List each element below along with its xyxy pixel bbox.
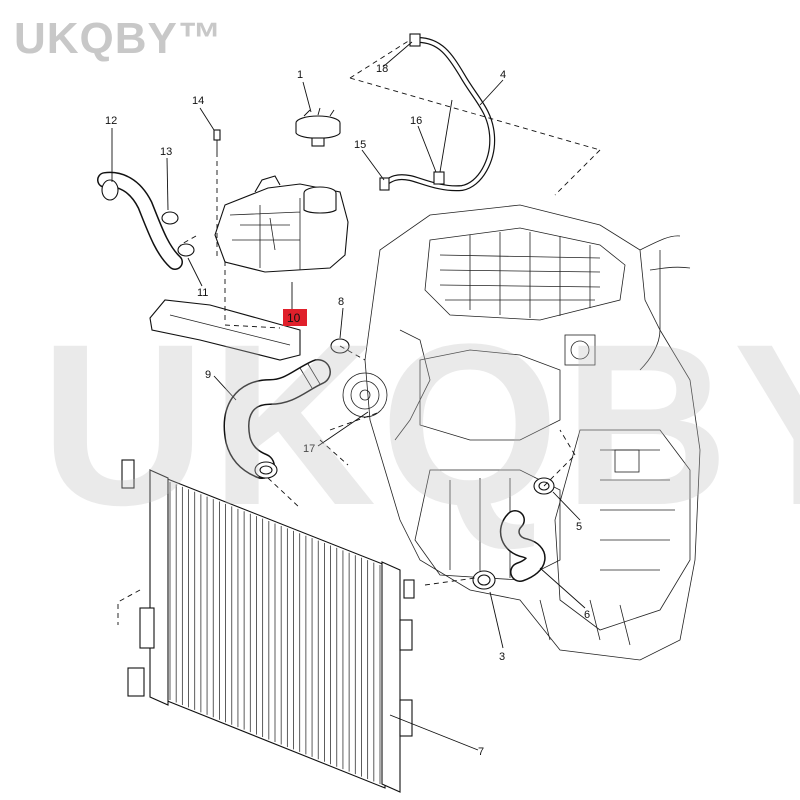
upper-radiator-hose-9: [223, 359, 331, 479]
coolant-reservoir-10: [214, 175, 349, 273]
radiator-7: [121, 459, 415, 793]
clamp-11: [177, 243, 195, 257]
dashed-guides: [117, 39, 601, 625]
callout-10: 10: [287, 311, 301, 325]
clamp-3: [472, 570, 496, 590]
lower-hose-6: [499, 510, 546, 582]
callout-4: 4: [500, 69, 506, 81]
callout-5: 5: [576, 521, 582, 533]
clip-15: [379, 177, 390, 191]
callout-14: 14: [192, 95, 204, 107]
engine-assembly: [342, 204, 701, 661]
leader-lines: [111, 41, 586, 751]
hose-12: [97, 171, 183, 270]
callout-12: 12: [105, 115, 117, 127]
callout-15: 15: [354, 139, 366, 151]
callout-3: 3: [499, 651, 505, 663]
callout-6: 6: [584, 609, 590, 621]
clamp-13: [161, 211, 179, 225]
watermark-center: UKQBY™: [40, 296, 800, 553]
callout-1: 1: [297, 69, 303, 81]
callout-13: 13: [160, 146, 172, 158]
clamp-9-lower: [254, 461, 278, 479]
watermark-top-left: UKQBY™: [14, 14, 223, 63]
callout-18: 18: [376, 63, 388, 75]
callout-7: 7: [478, 746, 484, 758]
callout-17: 17: [303, 443, 315, 455]
reservoir-cap-1: [295, 107, 341, 147]
callout-8: 8: [338, 296, 344, 308]
highlight-box-10: [283, 309, 307, 326]
callout-16: 16: [410, 115, 422, 127]
callout-11: 11: [197, 287, 208, 299]
clip-16: [433, 99, 453, 185]
vent-hose-4: [380, 33, 496, 192]
bolt-14: [213, 129, 221, 152]
radiator-support-bracket: [149, 299, 301, 361]
callout-labels: 1 3 4 5 6 7 8 9 10 11 12 13 14 15 16 17 …: [105, 63, 590, 758]
callout-9: 9: [205, 369, 211, 381]
